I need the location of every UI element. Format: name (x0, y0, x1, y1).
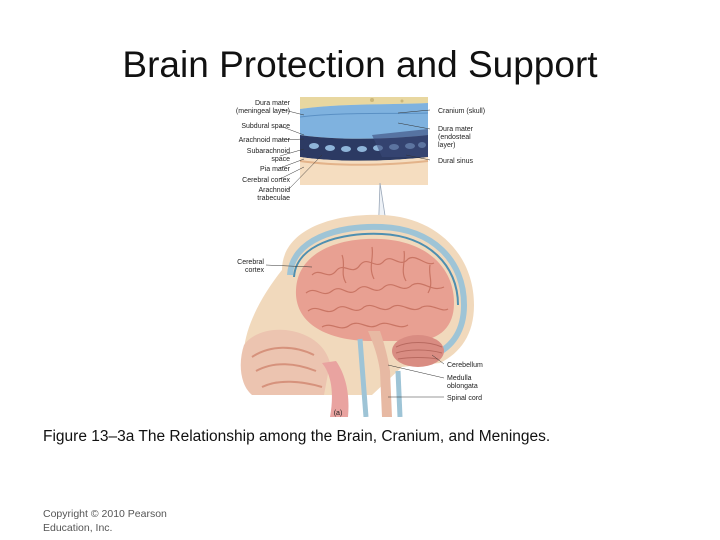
label-medulla: Medulla (447, 375, 472, 382)
label-cranium: Cranium (skull) (438, 108, 485, 115)
label-dura-endosteal: Dura mater (438, 126, 474, 133)
figure-caption: Figure 13–3a The Relationship among the … (43, 428, 551, 445)
label-cerebral-cortex: Cerebral (237, 259, 264, 266)
gyri-pattern (305, 246, 449, 329)
label-pia-mater: Pia mater (260, 166, 291, 173)
left-labels: Dura mater (meningeal layer) Subdural sp… (236, 100, 291, 274)
label-subdural-space: Subdural space (241, 123, 290, 130)
label-cerebral-cortex-inset: Cerebral cortex (242, 177, 290, 184)
brain-anatomy-illustration: Dura mater (meningeal layer) Subdural sp… (236, 97, 485, 417)
label-arachnoid-mater: Arachnoid mater (239, 137, 291, 144)
label-subarachnoid-space: space (271, 156, 290, 163)
slide-title: Brain Protection and Support (122, 44, 598, 85)
label-spinal-cord: Spinal cord (447, 395, 482, 402)
label-dura-endosteal-sub: (endosteal (438, 134, 471, 141)
label-medulla-sub: oblongata (447, 383, 478, 390)
label-dura-endosteal-sub2: layer) (438, 142, 456, 149)
label-arachnoid-trabeculae: Arachnoid (258, 187, 290, 194)
meninges-inset (299, 97, 429, 266)
leader-lines (265, 108, 445, 398)
right-labels: Cranium (skull) Dura mater (endosteal la… (438, 108, 485, 402)
label-dural-sinus: Dural sinus (438, 158, 474, 165)
panel-label: (a) (334, 410, 343, 417)
label-dura-meningeal-sub: (meningeal layer) (236, 108, 290, 115)
label-cerebral-cortex-sub: cortex (245, 267, 265, 274)
label-dura-meningeal: Dura mater (255, 100, 291, 107)
label-subarachnoid: Subarachnoid (247, 148, 290, 155)
label-arachnoid-trabeculae-sub: trabeculae (257, 195, 290, 202)
brain-meninges-figure: Dura mater (meningeal layer) Subdural sp… (222, 95, 502, 417)
copyright-notice: Copyright © 2010 Pearson Education, Inc. (43, 508, 167, 534)
label-cerebellum: Cerebellum (447, 362, 483, 369)
head-sagittal-section (240, 214, 474, 417)
